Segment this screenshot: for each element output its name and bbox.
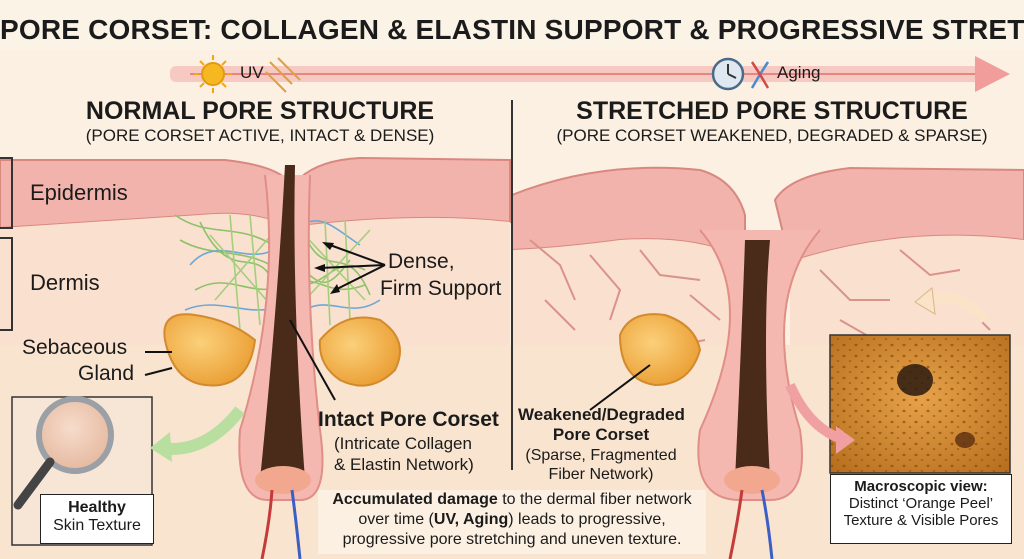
macro-caption-line1: Macroscopic view: <box>854 478 988 495</box>
caption-line2-a: over time ( <box>358 511 434 528</box>
healthy-texture-inset <box>11 396 153 546</box>
left-skin <box>0 156 511 345</box>
aging-label: Aging <box>777 63 821 82</box>
weakened-corset-title2: Pore Corset <box>552 425 650 444</box>
caption-line2-bold: UV, Aging <box>433 511 509 528</box>
left-sebaceous-glands <box>163 313 401 387</box>
orange-peel-inset <box>829 334 1011 474</box>
caption-line2: over time (UV, Aging) leads to progressi… <box>318 510 706 530</box>
right-hair-follicle <box>697 229 821 559</box>
right-sebaceous-gland <box>618 313 702 387</box>
weakened-corset-line2: Fiber Network) <box>548 466 654 483</box>
weakened-corset-line1: (Sparse, Fragmented <box>525 447 677 464</box>
sun-icon <box>194 55 232 93</box>
left-subheading: (PORE CORSET ACTIVE, INTACT & DENSE) <box>85 126 435 145</box>
bottom-caption: Accumulated damage to the dermal fiber n… <box>318 490 706 554</box>
gland-label-line1: Sebaceous <box>22 336 128 359</box>
diagram-title: PORE CORSET: COLLAGEN & ELASTIN SUPPORT … <box>0 14 1024 45</box>
macro-caption-line3: Texture & Visible Pores <box>843 512 999 529</box>
intact-corset-title: Intact Pore Corset <box>318 408 499 431</box>
caption-line1: Accumulated damage to the dermal fiber n… <box>318 490 706 510</box>
pointer-arrowheads <box>314 242 340 294</box>
magnifier-icon <box>36 396 114 474</box>
left-heading: NORMAL PORE STRUCTURE <box>85 97 435 125</box>
caption-line1-rest: to the dermal fiber network <box>497 491 692 508</box>
caption-line3: progressive pore stretching and uneven t… <box>342 531 682 548</box>
macroscopic-caption-box: Macroscopic view: Distinct ‘Orange Peel’… <box>830 474 1012 544</box>
healthy-caption-line1: Healthy <box>68 499 126 516</box>
healthy-caption-box: Healthy Skin Texture <box>40 494 154 544</box>
support-label-line1: Dense, <box>388 250 455 273</box>
right-heading: STRETCHED PORE STRUCTURE <box>576 97 968 125</box>
uv-label: UV <box>240 63 264 82</box>
dna-icon <box>750 61 770 89</box>
intact-corset-line1: (Intricate Collagen <box>334 434 472 453</box>
clock-icon <box>711 57 745 91</box>
label-pointers <box>144 244 651 411</box>
left-hair-follicle <box>238 165 324 559</box>
dermis-label: Dermis <box>30 270 100 295</box>
uv-rays-icon <box>265 57 301 93</box>
support-label-line2: Firm Support <box>380 277 502 300</box>
layer-brackets <box>0 157 13 331</box>
macro-caption-line2: Distinct ‘Orange Peel’ <box>848 495 994 512</box>
intact-corset-line2: & Elastin Network) <box>334 455 474 474</box>
gland-label-line2: Gland <box>78 362 135 385</box>
right-subheading: (PORE CORSET WEAKENED, DEGRADED & SPARSE… <box>556 126 988 145</box>
epidermis-label: Epidermis <box>30 180 128 205</box>
caption-bold-part: Accumulated damage <box>332 491 498 508</box>
timeline-arrow <box>170 56 1010 92</box>
healthy-caption-line2: Skin Texture <box>53 517 141 534</box>
right-skin <box>511 166 1024 345</box>
weakened-corset-title1: Weakened/Degraded <box>518 405 685 424</box>
caption-line2-b: ) leads to progressive, <box>508 511 666 528</box>
